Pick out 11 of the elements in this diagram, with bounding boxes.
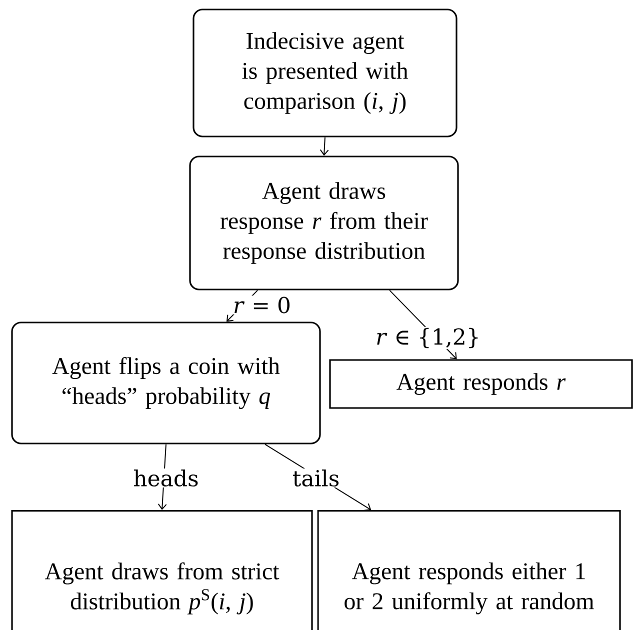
edge-label: heads <box>132 468 200 488</box>
process-box: Agent draws response r from their response distribution <box>189 156 459 290</box>
outcome-box: Agent responds either 1 or 2 uniformly at random <box>317 510 621 630</box>
edge-label: r ∈ {1,2} <box>374 326 482 350</box>
process-box: Agent flips a coin with “heads” probability q <box>11 322 321 444</box>
arrow <box>320 136 329 156</box>
outcome-box: Agent draws from strict distribution p$^{S}$(i, j) <box>11 510 313 630</box>
outcome-box: Agent responds r <box>329 359 633 409</box>
edge-label: tails <box>291 468 341 488</box>
edge-label: r = 0 <box>232 296 292 314</box>
process-box: Indecisive agent is presented with comparison (i, j) <box>192 8 458 138</box>
